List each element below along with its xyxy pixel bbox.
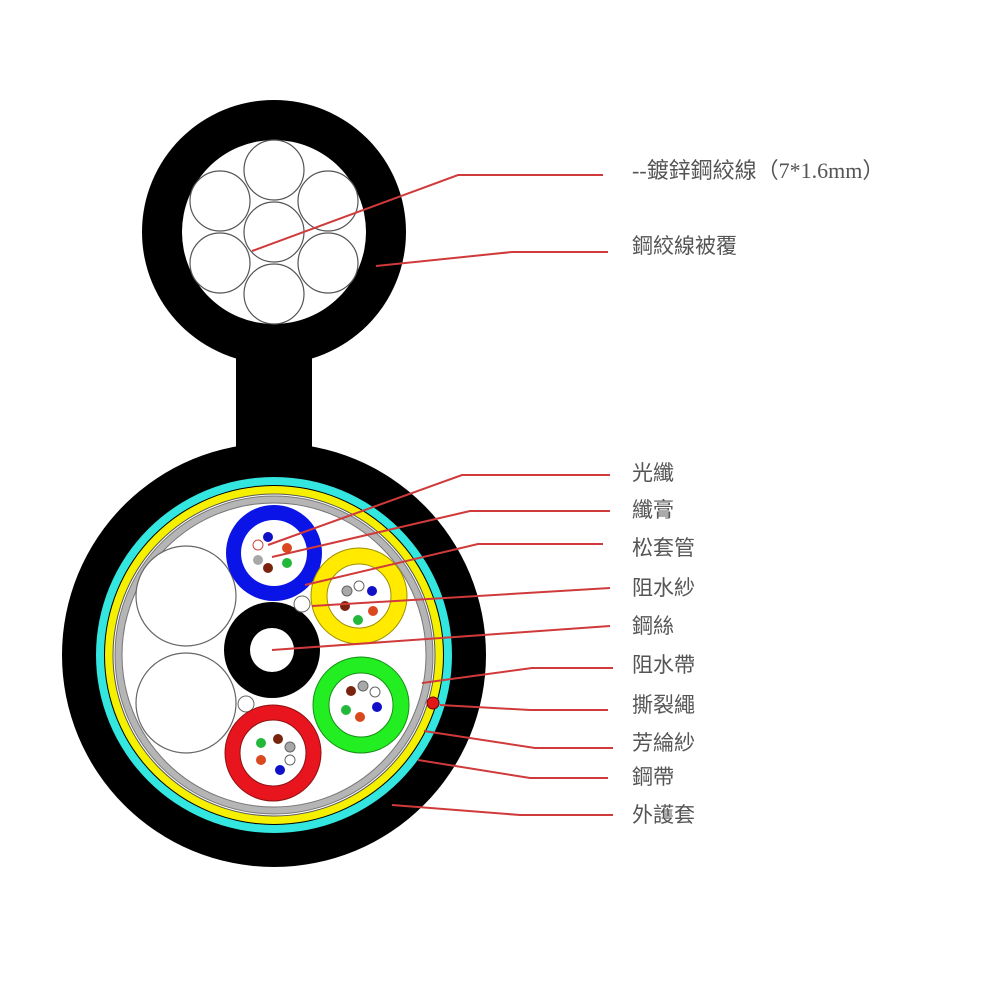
leader-line-loose-tube [304,543,603,586]
filler-rod [135,652,237,754]
leader-line-aramid-yarn [423,730,613,749]
fiber [355,712,365,722]
leader-lines [251,174,613,816]
fiber [282,543,292,553]
label-optical-fiber: 光纖 [632,461,674,485]
leader-line-messenger-sheath [375,251,608,267]
steel-strand-center [243,201,305,263]
leader-line-outer-jacket [391,804,613,816]
leader-line-messenger-wire [251,174,603,252]
label-steel-wire: 鋼絲 [632,614,674,638]
label-fiber-gel: 纖膏 [632,498,674,522]
filler-rod [135,545,237,647]
steel-strands [189,139,359,325]
fiber [357,680,369,692]
label-outer-jacket: 外護套 [632,803,695,827]
fiber [256,755,266,765]
fiber [341,705,351,715]
fiber [263,563,273,573]
leader-line-optical-fiber [267,474,610,546]
steel-strand [243,139,305,201]
leader-line-steel-tape [417,759,608,779]
steel-strand [297,232,359,294]
fiber [346,686,356,696]
loose-tube-red [224,704,322,802]
label-water-blocking-tape: 阻水帶 [632,653,695,677]
fiber [253,555,263,565]
label-messenger-sheath: 鋼絞線被覆 [632,234,737,258]
cable-body [62,443,486,867]
leader-line-fiber-gel [271,510,610,558]
fiber [369,686,381,698]
ripcord [426,696,440,710]
fiber [282,558,292,568]
fiber [353,615,363,625]
fiber [252,539,264,551]
fiber [273,734,283,744]
leader-line-water-blocking-tape [421,667,613,684]
loose-tube-green [312,656,410,754]
steel-strand [189,170,251,232]
label-water-blocking-yarn: 阻水紗 [632,576,695,600]
water-blocking-yarn [293,595,311,613]
leader-line-ripcord [439,704,608,711]
label-steel-tape: 鋼帶 [632,765,674,789]
fiber [256,738,266,748]
leader-line-steel-wire [271,625,611,651]
loose-tube-yellow [310,547,408,645]
leader-line-water-blocking-yarn [311,587,611,607]
messenger-unit [142,100,406,480]
fiber [368,606,378,616]
steel-strand [243,263,305,325]
fiber [353,580,365,592]
label-loose-tube: 松套管 [632,536,695,560]
fiber [284,754,296,766]
label-aramid-yarn: 芳綸紗 [632,731,695,755]
fiber [275,765,285,775]
fiber [341,585,353,597]
fiber [263,532,273,542]
steel-strand [297,170,359,232]
fiber [284,741,296,753]
label-ripcord: 撕裂繩 [632,693,695,717]
loose-tube-blue [226,505,322,601]
label-messenger-wire: --鍍鋅鋼絞線（7*1.6mm） [632,158,885,183]
fiber [367,586,377,596]
fiber [340,601,350,611]
water-blocking-yarn [237,695,255,713]
steel-strand [189,232,251,294]
fiber [372,702,382,712]
